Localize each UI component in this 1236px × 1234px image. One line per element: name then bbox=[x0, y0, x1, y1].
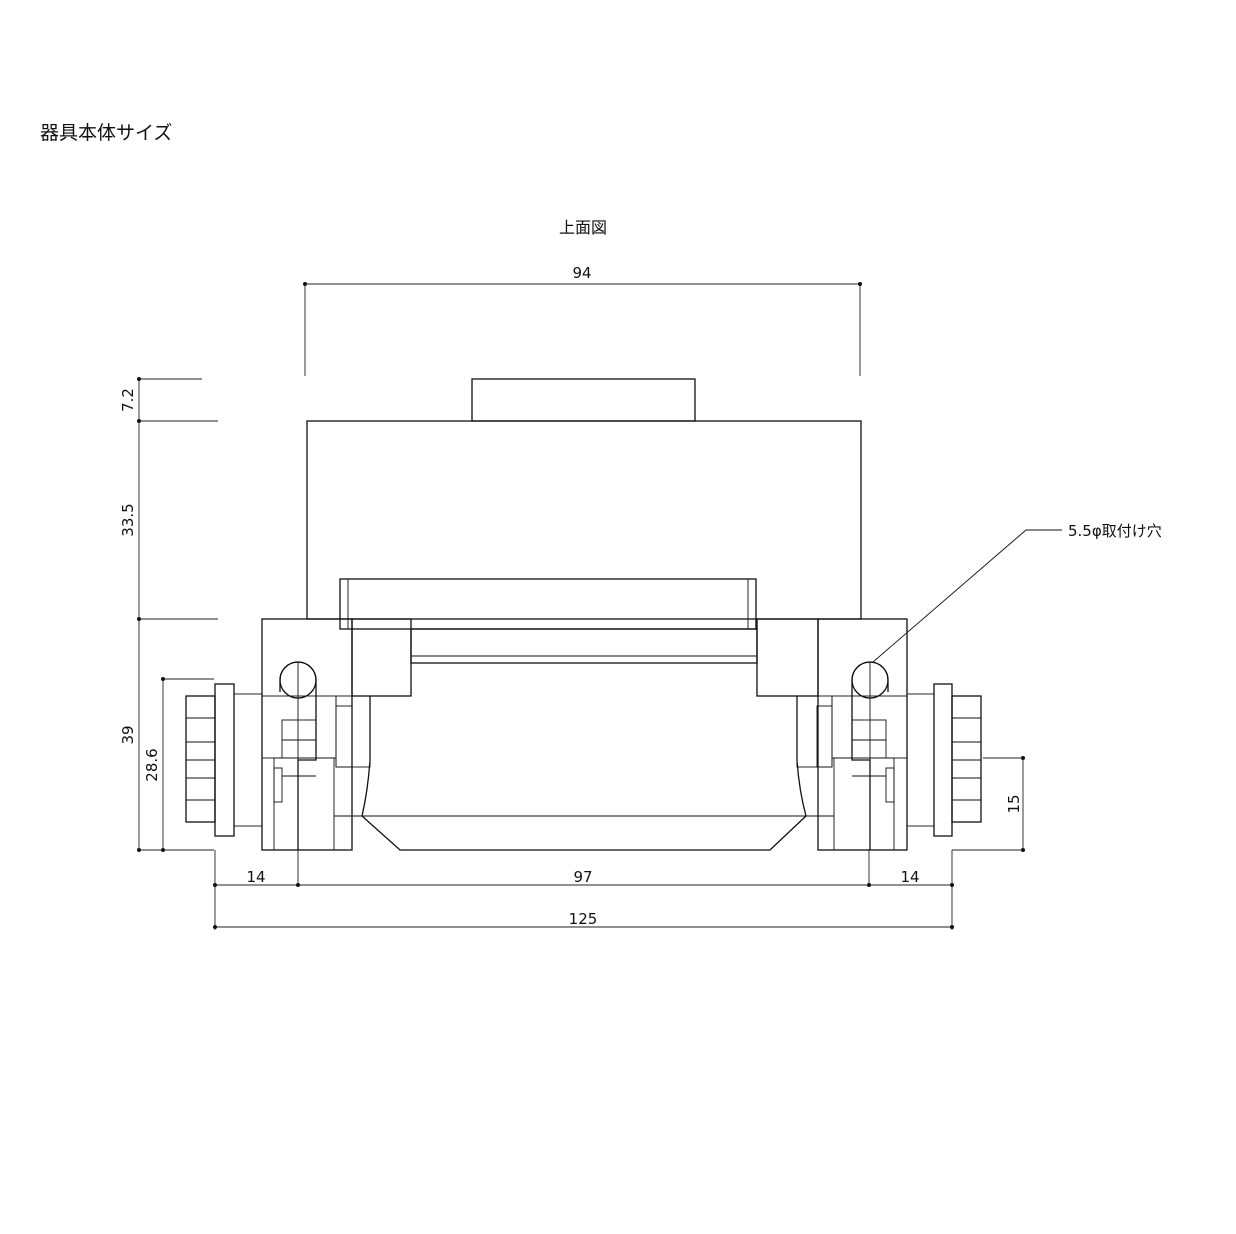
mounting-hole-callout: 5.5φ取付け穴 bbox=[872, 522, 1162, 663]
right-flange bbox=[933, 683, 953, 837]
right-nut bbox=[951, 695, 982, 823]
dimension-right-label: 15 bbox=[1005, 794, 1023, 813]
dimension-bottom: 14 97 14 125 bbox=[213, 850, 954, 930]
dimension-top-width: 94 bbox=[303, 264, 862, 376]
dimension-bottom-right-label: 14 bbox=[900, 868, 919, 886]
dimension-bottom-left-label: 14 bbox=[246, 868, 265, 886]
dimension-left-body-label: 33.5 bbox=[119, 503, 137, 536]
view-title: 上面図 bbox=[559, 218, 607, 237]
left-bracket-top bbox=[351, 618, 412, 697]
dimension-right-height: 15 bbox=[952, 756, 1025, 852]
page-title: 器具本体サイズ bbox=[40, 122, 173, 144]
center-cover bbox=[339, 578, 757, 630]
fixture-body bbox=[185, 378, 982, 851]
left-bracket bbox=[261, 618, 353, 851]
dimension-left-top-label: 7.2 bbox=[119, 388, 137, 412]
main-housing bbox=[306, 420, 862, 620]
right-bracket-top bbox=[756, 618, 819, 697]
dimension-bottom-total-label: 125 bbox=[569, 910, 598, 928]
left-flange bbox=[214, 683, 235, 837]
dimension-bottom-center-label: 97 bbox=[573, 868, 592, 886]
lens-body bbox=[361, 696, 807, 851]
dimension-top-width-label: 94 bbox=[572, 264, 591, 282]
dimension-left-lower-label: 39 bbox=[119, 725, 137, 744]
dimension-left-heights: 7.2 33.5 39 bbox=[119, 377, 218, 852]
dimension-left-flange-label: 28.6 bbox=[143, 748, 161, 781]
center-bar bbox=[410, 628, 758, 664]
mounting-hole-callout-label: 5.5φ取付け穴 bbox=[1068, 522, 1162, 540]
left-nut bbox=[185, 695, 216, 823]
dimension-left-flange: 28.6 bbox=[143, 677, 214, 852]
top-cap bbox=[471, 378, 696, 422]
